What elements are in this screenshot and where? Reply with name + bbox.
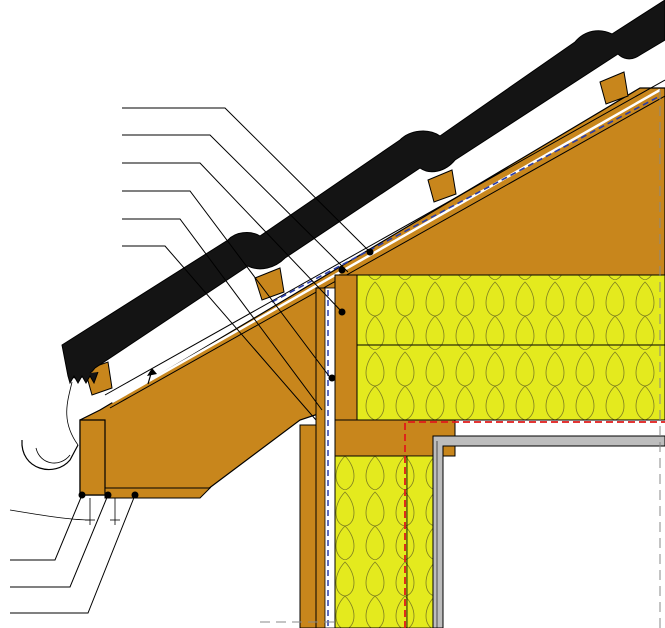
callout-leaders-top [122, 107, 371, 421]
wall-post [334, 274, 358, 421]
callout-dots-bottom [78, 491, 139, 499]
roof-insulation-upper [356, 274, 665, 346]
callout-leaders-bottom [10, 494, 136, 614]
gutter-leader-line [9, 509, 91, 521]
gutter-bracket-wire [66, 381, 79, 446]
gutter-hook [35, 447, 71, 464]
roof-tiles [61, 0, 665, 379]
diffusion-membrane-blue [271, 95, 661, 303]
ventilation-arrowhead [147, 368, 157, 376]
rafter-edge-line [109, 95, 665, 409]
inner-batten [406, 455, 434, 628]
fascia-board [79, 419, 106, 496]
gypsum-board [432, 435, 665, 628]
callout-dots-top [328, 248, 374, 382]
gutter [21, 439, 79, 470]
soffit-board [104, 487, 212, 499]
counter-batten-2 [254, 267, 285, 301]
counter-batten-3 [427, 169, 457, 203]
sarking-board-line [104, 79, 665, 396]
underlay-membrane [111, 88, 661, 404]
vapour-barrier-red [404, 421, 665, 628]
wall-stud [334, 455, 408, 628]
counter-batten-4 [599, 71, 629, 105]
wall-sheathing [324, 287, 336, 628]
wall-cladding [299, 424, 317, 628]
tile-drip-details [67, 371, 99, 385]
roof-insulation-lower [356, 344, 665, 421]
soffit-screws [85, 498, 120, 525]
